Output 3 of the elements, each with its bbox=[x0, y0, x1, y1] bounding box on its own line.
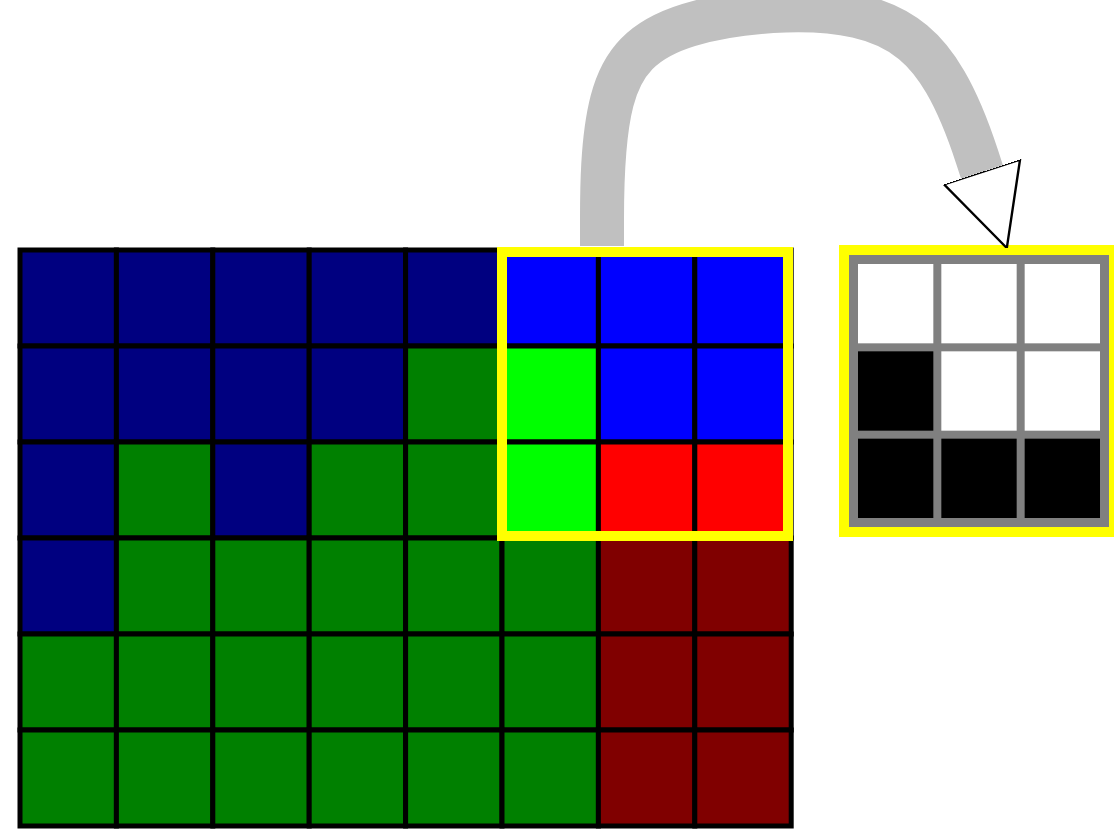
curved-arrow bbox=[580, 0, 1022, 250]
binary-grid bbox=[839, 245, 1114, 537]
highlight-window bbox=[497, 247, 793, 541]
